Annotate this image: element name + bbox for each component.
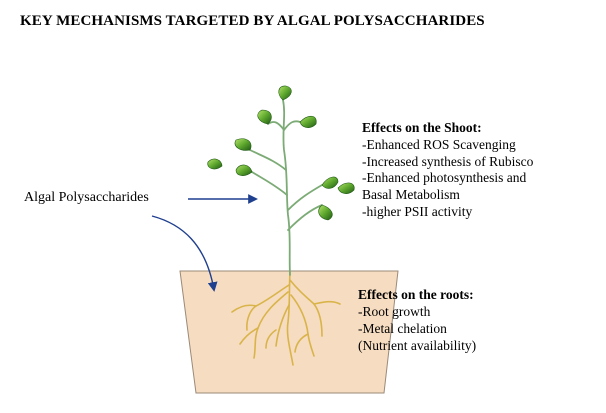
shoot-effect-item: -Enhanced ROS Scavenging bbox=[362, 136, 516, 152]
leaf-upper-left bbox=[257, 109, 272, 125]
arrow-to-roots bbox=[151, 215, 218, 292]
shoot-effect-item: -Enhanced photosynthesis and bbox=[362, 170, 527, 186]
root-effects: Effects on the roots: -Root growth -Meta… bbox=[358, 286, 476, 354]
root-effect-item: -Metal chelation bbox=[358, 321, 447, 336]
leaf-top bbox=[278, 85, 292, 101]
leaf-left-far bbox=[207, 158, 223, 170]
shoot-effects: Effects on the Shoot: -Enhanced ROS Scav… bbox=[362, 120, 533, 221]
leaves bbox=[207, 85, 355, 221]
root-effect-item: (Nutrient availability) bbox=[358, 338, 477, 353]
shoot-effects-heading: Effects on the Shoot: bbox=[362, 120, 482, 135]
diagram-title: KEY MECHANISMS TARGETED BY ALGAL POLYSAC… bbox=[20, 13, 485, 29]
stem bbox=[249, 99, 323, 276]
leaf-right-2 bbox=[337, 182, 355, 194]
leaf-mid-left-1 bbox=[234, 138, 252, 151]
shoot-effect-item: Basal Metabolism bbox=[362, 187, 460, 203]
root-effect-item: -Root growth bbox=[358, 304, 431, 319]
pot bbox=[179, 270, 399, 394]
root-effects-heading: Effects on the roots: bbox=[358, 287, 474, 302]
shoot-effect-item: -Increased synthesis of Rubisco bbox=[362, 153, 534, 169]
shoot-effect-item: -higher PSII activity bbox=[362, 203, 473, 219]
leaf-upper-right bbox=[299, 115, 317, 128]
algal-polysaccharides-label: Algal Polysaccharides bbox=[24, 190, 149, 205]
leaf-right-3 bbox=[318, 204, 333, 221]
leaf-mid-left-2 bbox=[235, 164, 253, 176]
leaf-right-1 bbox=[321, 176, 339, 189]
roots bbox=[231, 271, 341, 366]
